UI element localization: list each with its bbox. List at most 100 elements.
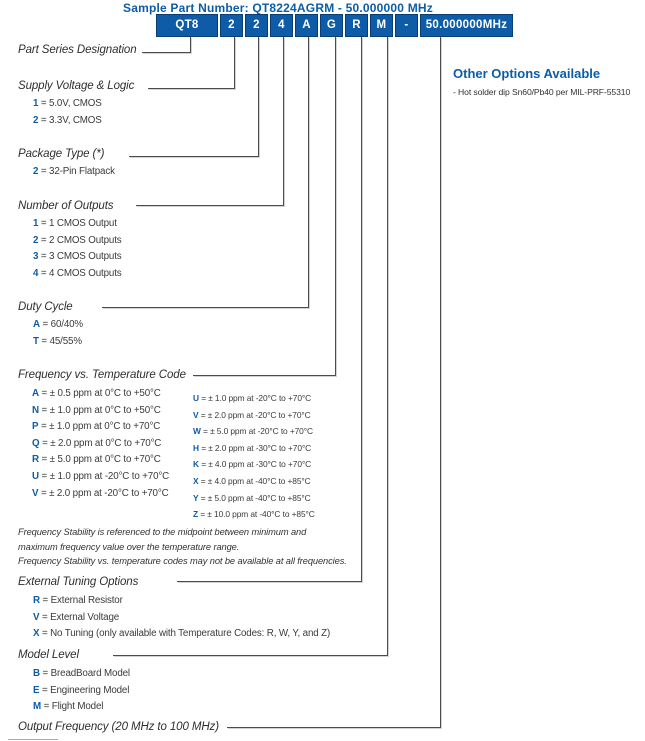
connector-external-tuning xyxy=(177,37,362,582)
option-code: X xyxy=(193,475,199,486)
list-item: R = External Resistor xyxy=(33,593,330,610)
option-desc: = BreadBoard Model xyxy=(42,668,131,679)
list-item: X = No Tuning (only available with Tempe… xyxy=(33,626,330,643)
connector-part-series xyxy=(142,37,191,53)
option-code: Z xyxy=(193,509,199,520)
list-item: V = ± 2.0 ppm at -20°C to +70°C xyxy=(193,407,315,424)
option-desc: = ± 2.0 ppm at 0°C to +70°C xyxy=(42,437,162,449)
other-options-item: - Hot solder dip Sn60/Pb40 per MIL-PRF-5… xyxy=(453,87,631,97)
section-freq-temp-label: Frequency vs. Temperature Code xyxy=(18,369,186,381)
list-item: B = BreadBoard Model xyxy=(33,666,130,683)
list-item: 3 = 3 CMOS Outputs xyxy=(33,249,122,266)
list-item: 2 = 2 CMOS Outputs xyxy=(33,233,122,250)
connector-package-type xyxy=(129,37,259,157)
option-desc: = ± 2.0 ppm at -20°C to +70°C xyxy=(40,487,169,499)
option-desc: = ± 5.0 ppm at -20°C to +70°C xyxy=(203,426,313,437)
list-item: A = ± 0.5 ppm at 0°C to +50°C xyxy=(32,386,169,403)
option-desc: = 3.3V, CMOS xyxy=(40,114,102,126)
page-cutoff-line xyxy=(8,739,58,740)
option-code: E xyxy=(33,684,40,696)
option-code: U xyxy=(32,470,39,482)
option-desc: = 32-Pin Flatpack xyxy=(40,166,115,177)
frequency-stability-note-2: Frequency Stability vs. temperature code… xyxy=(18,556,347,566)
num-outputs-items: 1 = 1 CMOS Output 2 = 2 CMOS Outputs 3 =… xyxy=(33,216,122,282)
option-code: Q xyxy=(32,437,40,449)
section-supply-voltage-label: Supply Voltage & Logic xyxy=(18,80,135,92)
freq-temp-left-column: A = ± 0.5 ppm at 0°C to +50°C N = ± 1.0 … xyxy=(32,386,169,502)
section-duty-cycle-label: Duty Cycle xyxy=(18,301,73,313)
option-desc: = ± 2.0 ppm at -20°C to +70°C xyxy=(200,409,311,420)
option-code: 2 xyxy=(33,166,39,177)
option-code: P xyxy=(32,421,39,433)
list-item: T = 45/55% xyxy=(33,334,83,351)
option-code: A xyxy=(32,388,39,399)
option-code: Y xyxy=(193,492,199,503)
option-code: W xyxy=(193,426,201,437)
list-item: V = ± 2.0 ppm at -20°C to +70°C xyxy=(32,486,169,503)
option-code: 3 xyxy=(33,251,39,263)
other-options-title: Other Options Available xyxy=(453,66,601,81)
list-item: Z = ± 10.0 ppm at -40°C to +85°C xyxy=(193,506,315,523)
list-item: 1 = 5.0V, CMOS xyxy=(33,96,102,113)
connector-supply-voltage xyxy=(148,37,235,89)
part-number-cell-series: QT8 xyxy=(156,14,218,37)
part-number-cell-package: 2 xyxy=(245,14,268,37)
list-item: A = 60/40% xyxy=(33,317,83,334)
part-number-cell-dash: - xyxy=(395,14,418,37)
section-package-type-label: Package Type (*) xyxy=(18,148,105,160)
option-code: 1 xyxy=(33,98,39,109)
duty-cycle-items: A = 60/40% T = 45/55% xyxy=(33,317,83,350)
option-desc: = 3 CMOS Outputs xyxy=(40,251,122,263)
option-code: A xyxy=(33,319,40,330)
section-part-series-label: Part Series Designation xyxy=(18,44,137,56)
option-code: V xyxy=(32,487,39,499)
option-code: K xyxy=(193,459,199,470)
list-item: H = ± 2.0 ppm at -30°C to +70°C xyxy=(193,440,315,457)
option-desc: = ± 1.0 ppm at -20°C to +70°C xyxy=(41,470,170,482)
freq-temp-right-column: U = ± 1.0 ppm at -20°C to +70°C V = ± 2.… xyxy=(193,390,315,523)
option-desc: = ± 0.5 ppm at 0°C to +50°C xyxy=(41,388,161,399)
other-options-panel: Other Options Available - Hot solder dip… xyxy=(453,66,630,97)
part-number-table: QT8 2 2 4 A G R M - 50.000000MHz xyxy=(156,14,513,37)
option-code: 4 xyxy=(33,267,39,279)
section-num-outputs-label: Number of Outputs xyxy=(18,200,114,212)
option-code: M xyxy=(33,701,42,713)
part-number-cell-model: M xyxy=(370,14,393,37)
option-desc: = 1 CMOS Output xyxy=(40,218,117,229)
list-item: X = ± 4.0 ppm at -40°C to +85°C xyxy=(193,473,315,490)
list-item: U = ± 1.0 ppm at -20°C to +70°C xyxy=(32,469,169,486)
option-desc: = 45/55% xyxy=(41,335,82,347)
option-desc: = ± 10.0 ppm at -40°C to +85°C xyxy=(200,509,315,520)
option-code: U xyxy=(193,393,199,403)
list-item: Q = ± 2.0 ppm at 0°C to +70°C xyxy=(32,436,169,453)
part-number-cell-duty: A xyxy=(295,14,318,37)
option-code: V xyxy=(193,409,199,420)
part-number-cell-voltage: 2 xyxy=(220,14,243,37)
external-tuning-items: R = External Resistor V = External Volta… xyxy=(33,593,330,643)
option-code: R xyxy=(32,454,39,466)
list-item: E = Engineering Model xyxy=(33,683,130,700)
option-code: 2 xyxy=(33,114,39,126)
frequency-stability-note-1: Frequency Stability is referenced to the… xyxy=(18,527,307,552)
option-desc: = 60/40% xyxy=(42,319,84,330)
list-item: M = Flight Model xyxy=(33,699,130,716)
connector-duty-cycle xyxy=(102,37,309,308)
option-desc: = ± 5.0 ppm at -40°C to +85°C xyxy=(200,492,311,503)
option-code: N xyxy=(32,404,39,416)
connector-num-outputs xyxy=(136,37,284,206)
option-code: R xyxy=(33,595,40,606)
connector-model-level xyxy=(113,37,388,656)
model-level-items: B = BreadBoard Model E = Engineering Mod… xyxy=(33,666,130,716)
option-code: H xyxy=(193,442,199,453)
list-item: W = ± 5.0 ppm at -20°C to +70°C xyxy=(193,423,315,440)
option-code: T xyxy=(33,335,39,347)
option-code: 1 xyxy=(33,218,39,229)
option-code: X xyxy=(33,628,40,640)
list-item: U = ± 1.0 ppm at -20°C to +70°C xyxy=(193,390,315,407)
connector-freq-temp xyxy=(193,37,336,376)
list-item: 4 = 4 CMOS Outputs xyxy=(33,266,122,283)
section-output-frequency-label: Output Frequency (20 MHz to 100 MHz) xyxy=(18,721,219,733)
option-desc: = ± 4.0 ppm at -30°C to +70°C xyxy=(201,459,312,470)
part-number-cell-tuning: R xyxy=(345,14,368,37)
list-item: K = ± 4.0 ppm at -30°C to +70°C xyxy=(193,456,315,473)
